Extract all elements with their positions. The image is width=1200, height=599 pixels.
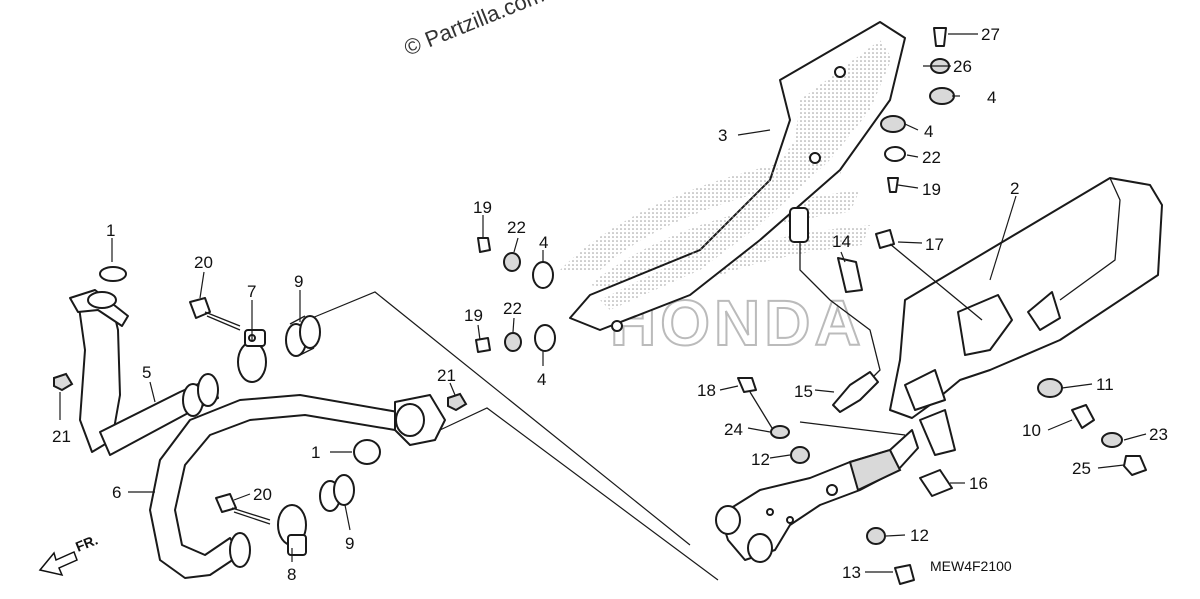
callout-25: 25	[1072, 459, 1091, 478]
callout-19: 19	[922, 180, 941, 199]
callout-19: 19	[473, 198, 492, 217]
joint-sleeve-upper	[285, 315, 321, 357]
callout-9: 9	[294, 272, 303, 291]
upper-mount-hardware	[880, 27, 955, 193]
callout-27: 27	[981, 25, 1000, 44]
callout-1: 1	[106, 221, 115, 240]
clamp-lower	[277, 504, 307, 556]
callout-4: 4	[987, 88, 996, 107]
callout-16: 16	[969, 474, 988, 493]
callout-22: 22	[507, 218, 526, 237]
heat-shield-upper	[569, 21, 906, 332]
callout-17: 17	[925, 235, 944, 254]
front-direction-label: FR.	[73, 531, 100, 554]
callout-13: 13	[842, 563, 861, 582]
watermark-text: © Partzilla.com	[401, 0, 548, 61]
callout-4: 4	[924, 122, 933, 141]
callout-9: 9	[345, 534, 354, 553]
callout-7: 7	[247, 282, 256, 301]
callout-26: 26	[953, 57, 972, 76]
bolt-20-lower	[215, 493, 271, 525]
callout-5: 5	[142, 363, 151, 382]
callout-1: 1	[311, 443, 320, 462]
callout-leaders	[59, 33, 1147, 573]
callout-20: 20	[253, 485, 272, 504]
callout-19: 19	[464, 306, 483, 325]
muffler-mount-hardware	[737, 229, 1147, 585]
callout-4: 4	[539, 233, 548, 252]
callout-22: 22	[503, 299, 522, 318]
collector-catalyst	[715, 429, 919, 563]
callout-8: 8	[287, 565, 296, 584]
callout-12: 12	[751, 450, 770, 469]
callout-24: 24	[724, 420, 743, 439]
callout-11: 11	[1096, 375, 1114, 394]
callout-3: 3	[718, 126, 727, 145]
callout-10: 10	[1022, 421, 1041, 440]
exhaust-pipe-front	[69, 289, 219, 456]
muffler	[889, 177, 1163, 456]
clamp-upper	[237, 329, 267, 383]
callout-12: 12	[910, 526, 929, 545]
nut-21-right	[447, 392, 468, 412]
bolt-20-upper	[189, 297, 241, 331]
callout-18: 18	[697, 381, 716, 400]
callout-2: 2	[1010, 179, 1019, 198]
callout-15: 15	[794, 382, 813, 401]
callout-21: 21	[437, 366, 456, 385]
oxygen-sensor	[789, 207, 881, 413]
callout-22: 22	[922, 148, 941, 167]
callout-23: 23	[1149, 425, 1168, 444]
nut-21-left	[53, 372, 74, 392]
callout-14: 14	[832, 232, 851, 251]
callout-21: 21	[52, 427, 71, 446]
exhaust-pipe-rear	[149, 394, 446, 579]
callout-6: 6	[112, 483, 121, 502]
gasket-upper	[99, 266, 127, 282]
callout-labels: 1 1 2 3 4 4 4 4 5 6 7 8 9 9 10 11 12 12 …	[52, 25, 1168, 584]
front-direction-arrow: FR.	[38, 531, 100, 577]
assembly-outline	[311, 291, 906, 581]
callout-4: 4	[537, 370, 546, 389]
shield-mount-hardware	[475, 237, 556, 353]
gasket-lower	[353, 439, 381, 465]
diagram-code: MEW4F2100	[930, 558, 1012, 574]
joint-sleeve-lower	[319, 474, 355, 512]
callout-20: 20	[194, 253, 213, 272]
